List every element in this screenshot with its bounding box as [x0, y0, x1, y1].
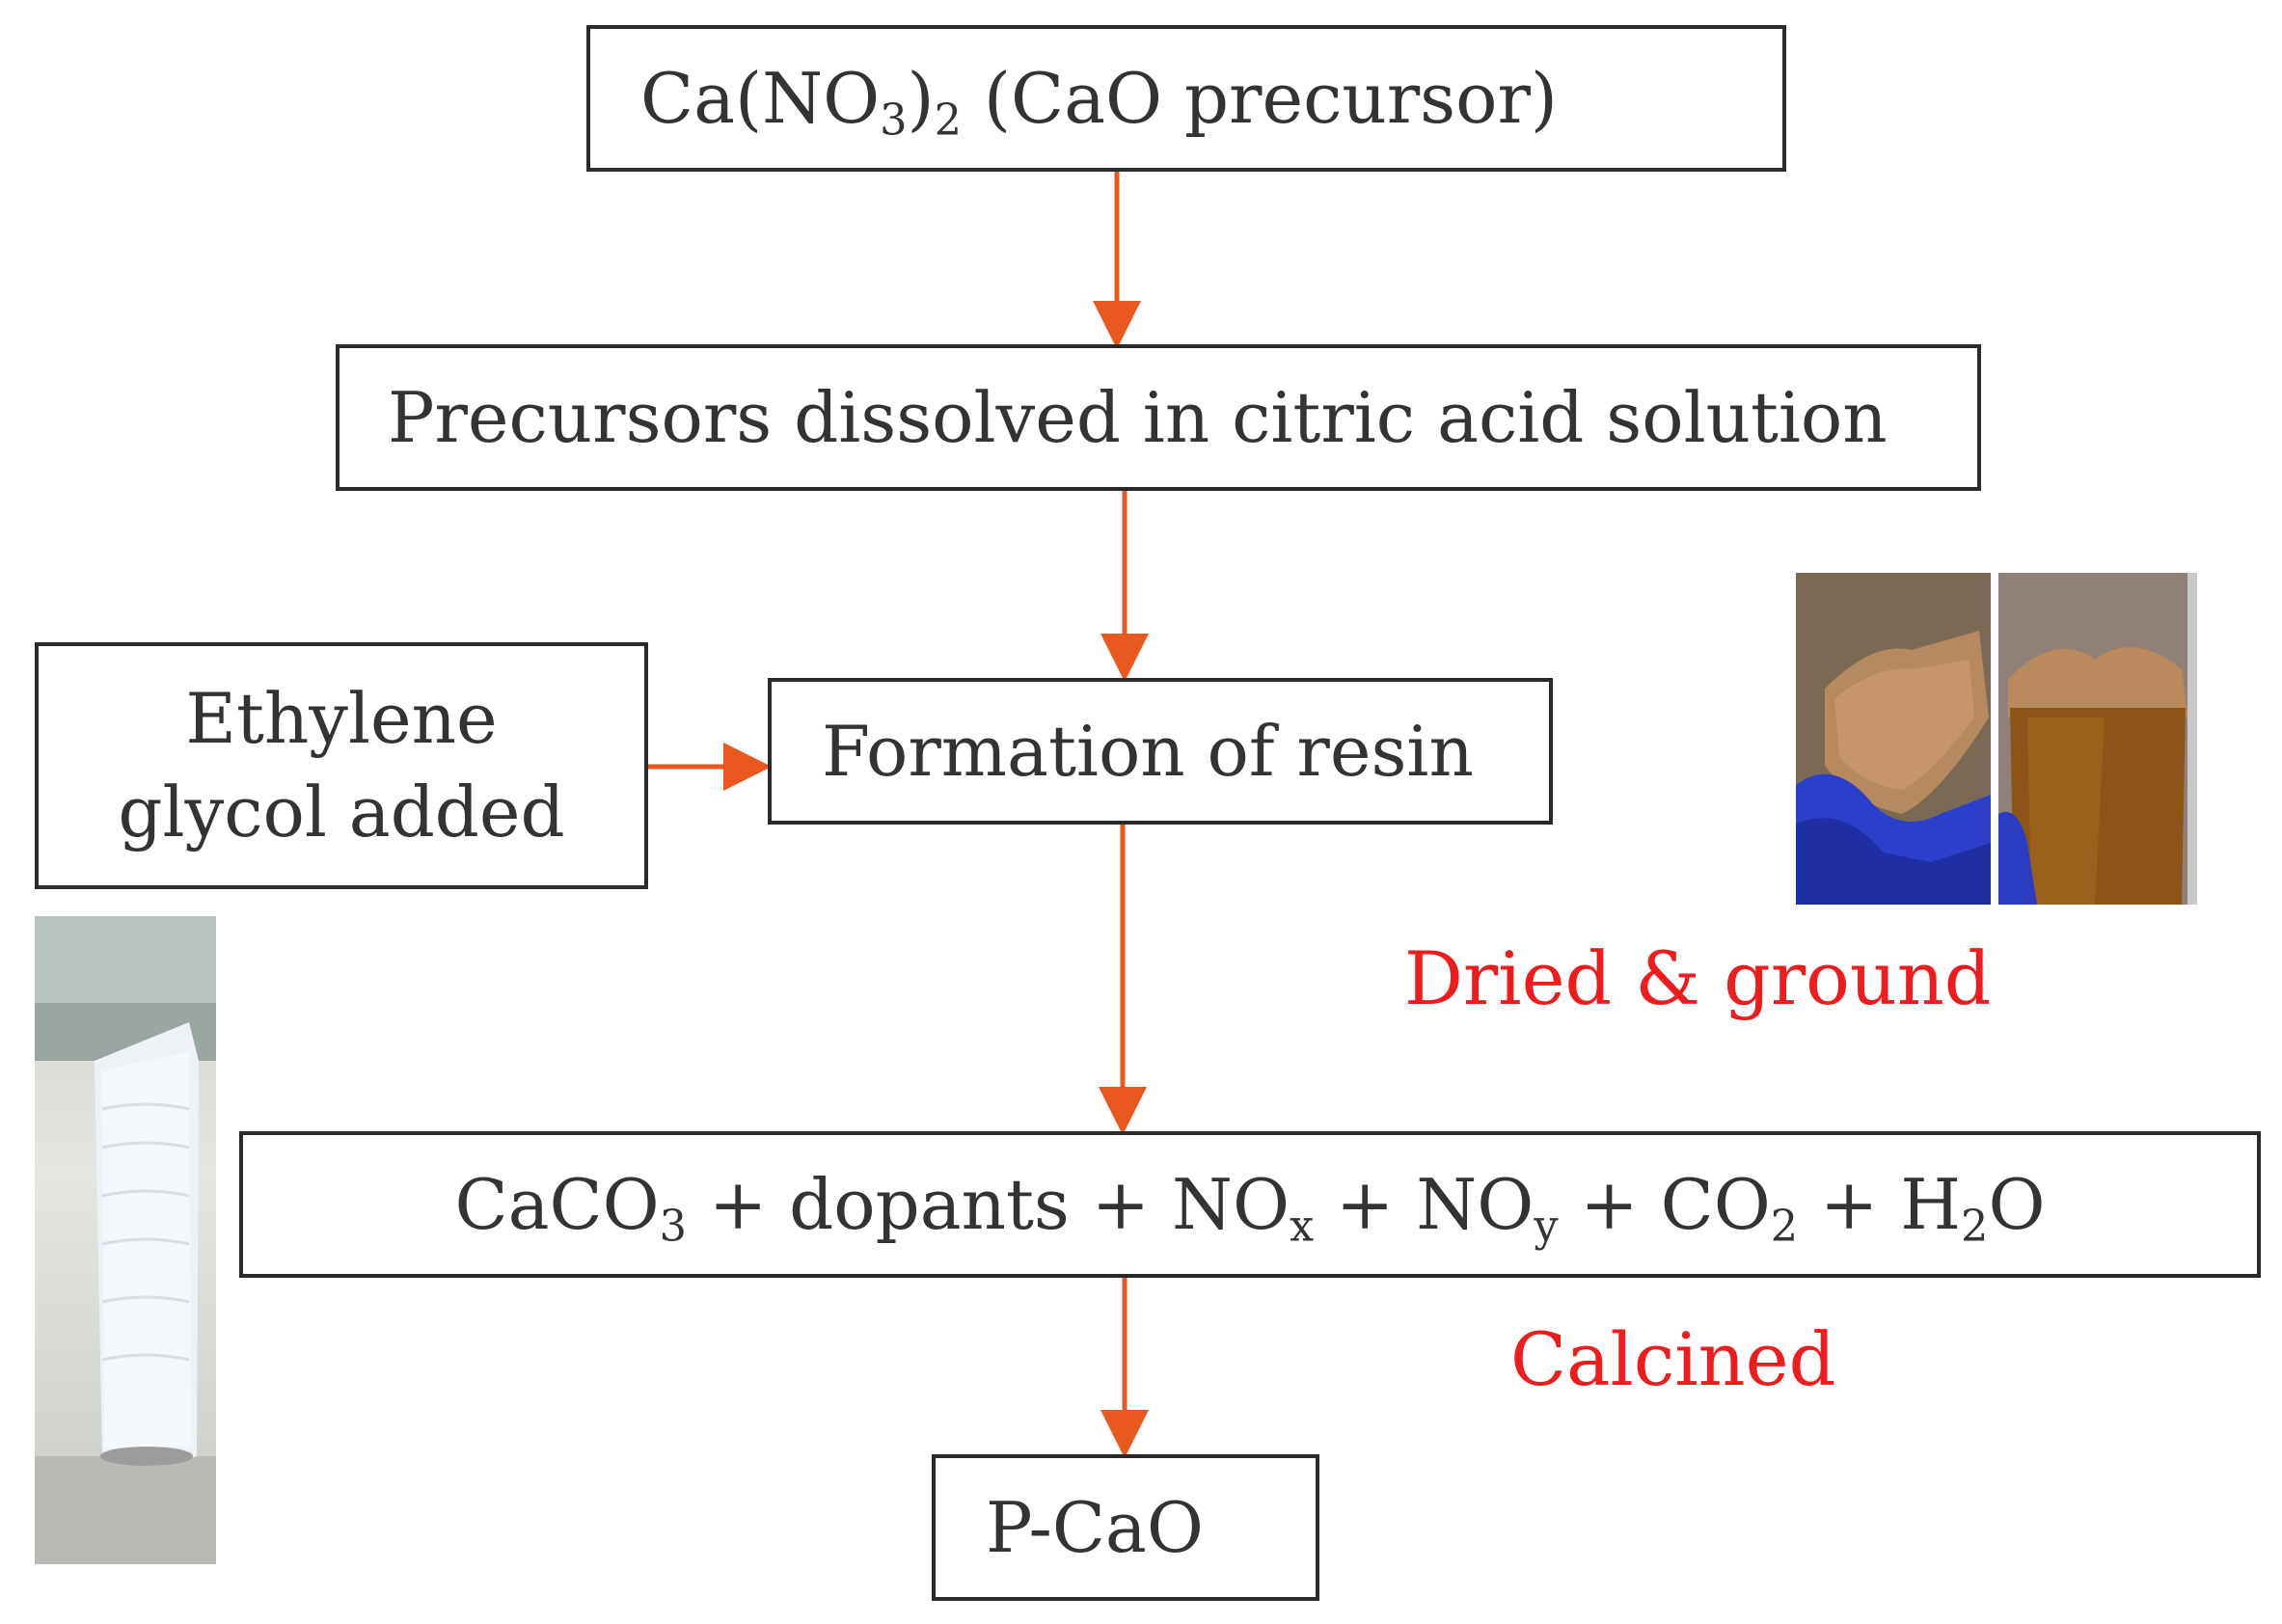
step-dissolved-box: Precursors dissolved in citric acid solu…: [336, 344, 1981, 491]
label-dried-ground: Dried & ground: [1404, 935, 1992, 1021]
step-dissolved-text: Precursors dissolved in citric acid solu…: [388, 376, 1888, 458]
step-resin-box: Formation of resin: [768, 678, 1553, 825]
step-ethylene-text: Ethylene glycol added: [118, 677, 565, 853]
resin-glove-illustration: [1796, 573, 1991, 905]
photo-resin-glove: [1796, 573, 1991, 905]
photo-calcined-tube: [35, 916, 216, 1564]
step-precursor-text: Ca(NO3)2 (CaO precursor): [640, 57, 1558, 146]
resin-beaker-illustration: [1998, 573, 2197, 905]
step-products-text: CaCO3 + dopants + NOx + NOy + CO2 + H2O: [454, 1163, 2046, 1252]
step-final-box: P-CaO: [932, 1454, 1319, 1601]
label-calcined: Calcined: [1510, 1316, 1836, 1402]
step-ethylene-box: Ethylene glycol added: [35, 642, 648, 889]
step-resin-text: Formation of resin: [822, 710, 1474, 792]
step-products-box: CaCO3 + dopants + NOx + NOy + CO2 + H2O: [239, 1131, 2261, 1278]
tube-illustration: [35, 916, 216, 1564]
step-final-text: P-CaO: [986, 1486, 1204, 1568]
step-precursor-box: Ca(NO3)2 (CaO precursor): [586, 25, 1786, 172]
photo-resin-beaker: [1998, 573, 2197, 905]
